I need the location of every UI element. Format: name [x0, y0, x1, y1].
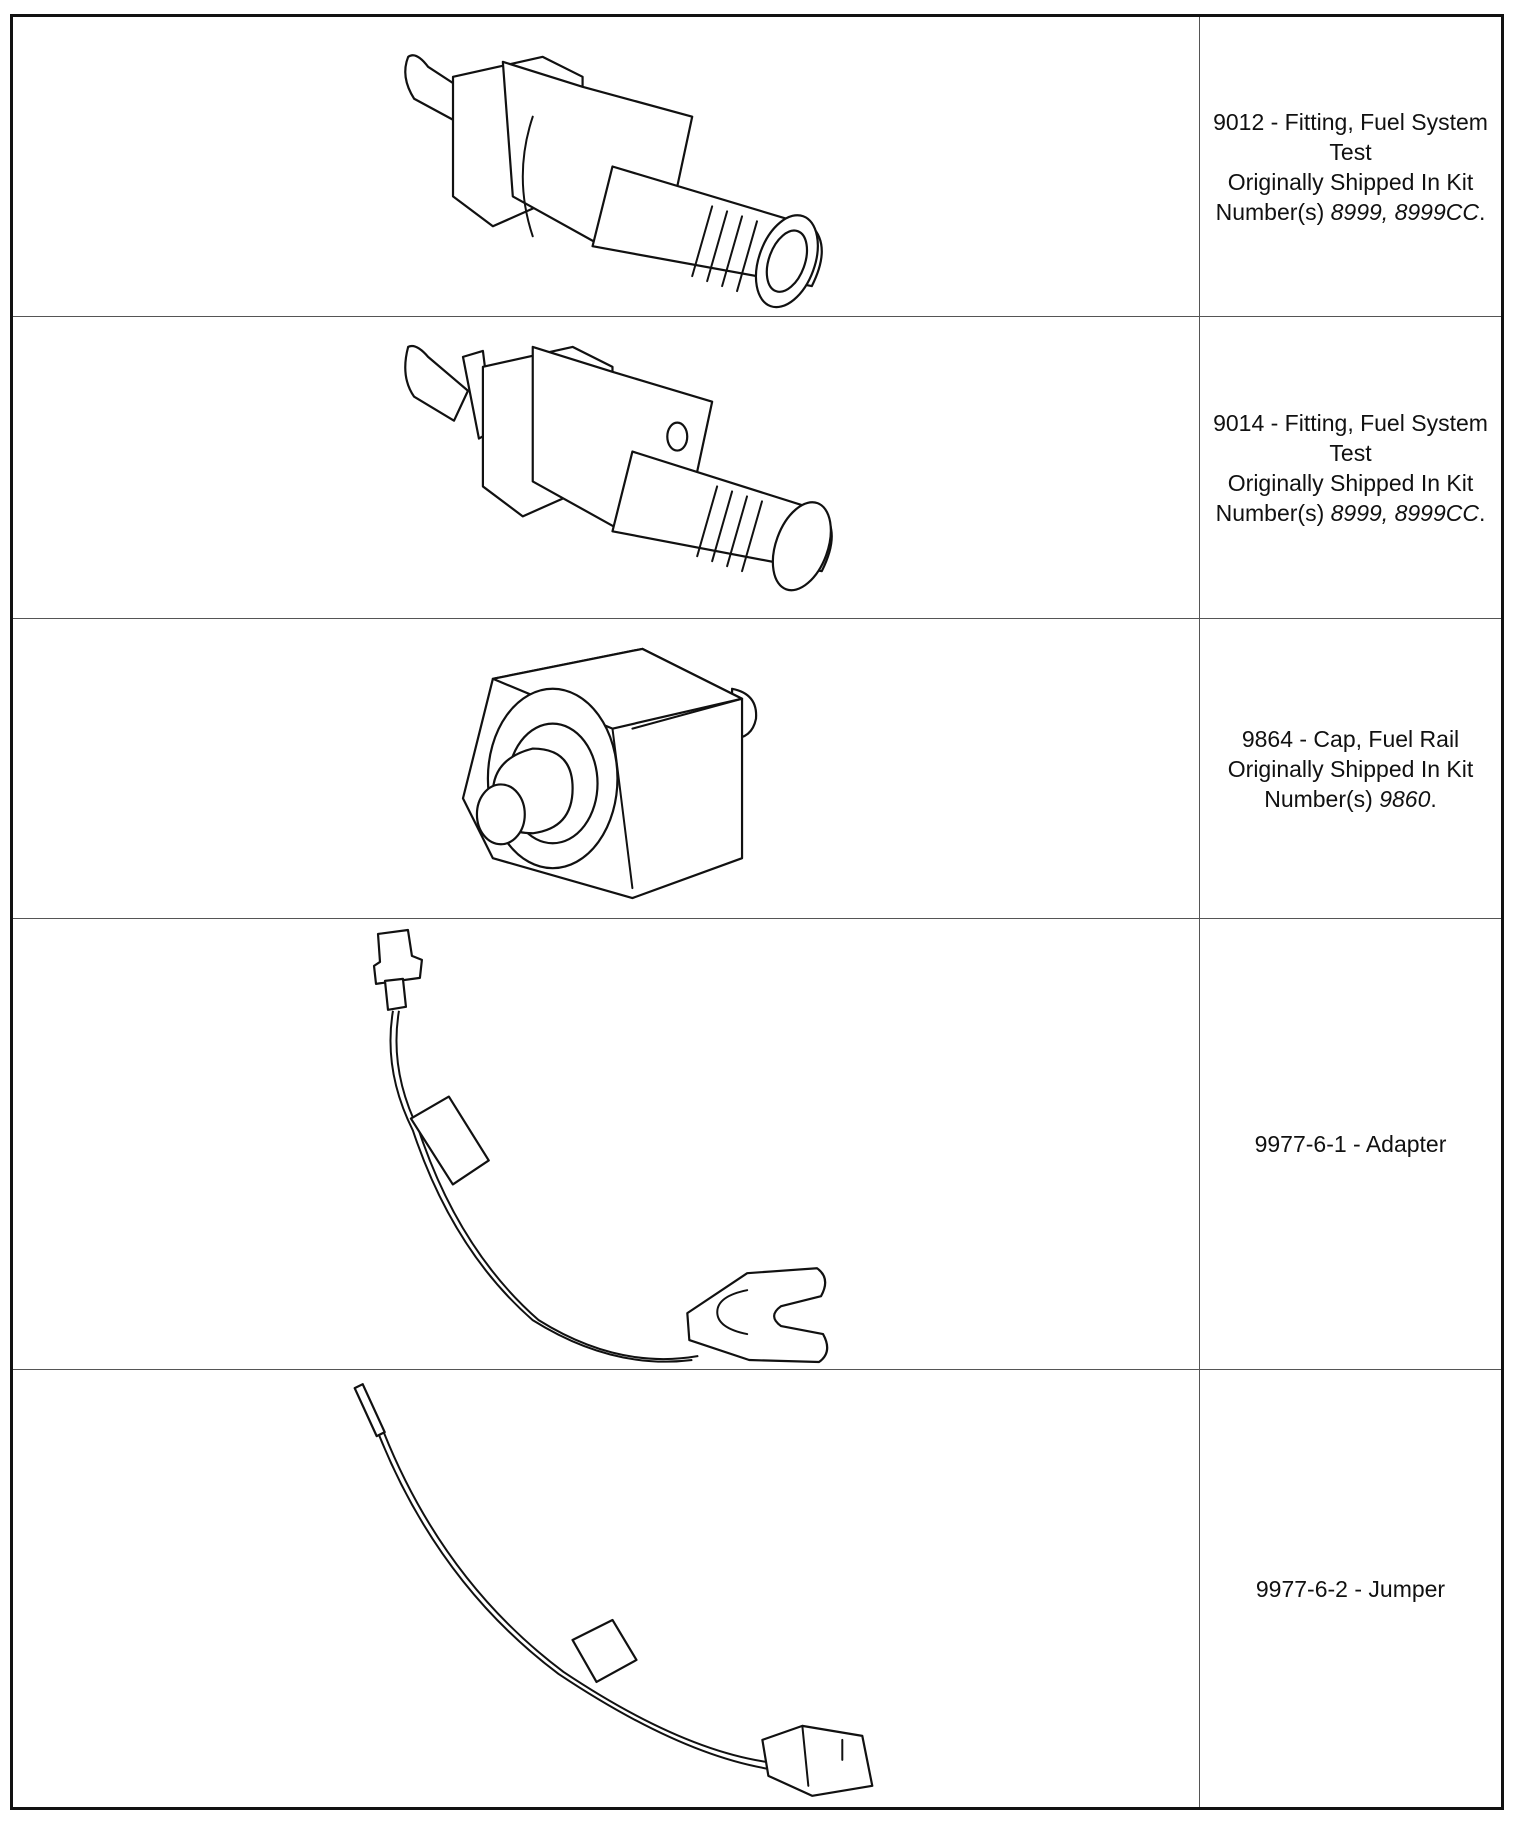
tool-image-cell	[13, 17, 1200, 316]
tool-image-cell	[13, 619, 1200, 918]
tool-image-cell	[13, 317, 1200, 618]
tool-description: 9977-6-2 - Jumper	[1200, 1370, 1501, 1807]
fuel-rail-cap-icon	[461, 647, 758, 900]
tool-title-cont: Test	[1329, 138, 1372, 165]
tool-title: 9014 - Fitting, Fuel System	[1213, 409, 1488, 436]
jumper-cable-icon	[353, 1383, 874, 1797]
kit-numbers: 9860	[1379, 785, 1431, 812]
fuel-test-fitting-icon	[404, 344, 833, 592]
kit-label: Number(s)	[1264, 785, 1373, 812]
kit-label: Number(s)	[1215, 198, 1325, 225]
tool-row-9864: 9864 - Cap, Fuel Rail Originally Shipped…	[13, 619, 1501, 919]
tool-row-9012: 9012 - Fitting, Fuel System Test Origina…	[13, 17, 1501, 317]
kit-label: Number(s)	[1215, 499, 1325, 526]
shipped-label: Originally Shipped In Kit	[1227, 168, 1474, 195]
tool-description: 9014 - Fitting, Fuel System Test Origina…	[1213, 409, 1488, 526]
kit-numbers: 8999, 8999CC	[1330, 499, 1479, 526]
tool-description: 9012 - Fitting, Fuel System Test Origina…	[1213, 108, 1488, 225]
tool-title: 9864 - Cap, Fuel Rail	[1241, 725, 1460, 752]
tool-table: 9012 - Fitting, Fuel System Test Origina…	[10, 14, 1504, 1810]
tool-row-9977-6-1: 9977-6-1 - Adapter	[13, 919, 1501, 1370]
tool-title: 9977-6-2 - Jumper	[1255, 1575, 1446, 1602]
tool-title-cont: Test	[1329, 439, 1372, 466]
shipped-label: Originally Shipped In Kit	[1227, 469, 1474, 496]
tool-title: 9012 - Fitting, Fuel System	[1213, 108, 1488, 135]
tool-description: 9864 - Cap, Fuel Rail Originally Shipped…	[1227, 725, 1474, 812]
tool-title: 9977-6-1 - Adapter	[1254, 1131, 1447, 1157]
shipped-label: Originally Shipped In Kit	[1227, 755, 1474, 782]
tool-row-9014: 9014 - Fitting, Fuel System Test Origina…	[13, 317, 1501, 619]
tool-image-cell	[13, 919, 1200, 1369]
tool-image-cell	[13, 1370, 1200, 1807]
tool-description: 9977-6-1 - Adapter	[1200, 919, 1501, 1369]
adapter-cable-icon	[372, 928, 829, 1364]
fuel-test-fitting-icon	[404, 54, 823, 309]
tool-row-9977-6-2: 9977-6-2 - Jumper	[13, 1370, 1501, 1807]
kit-numbers: 8999, 8999CC	[1330, 198, 1479, 225]
